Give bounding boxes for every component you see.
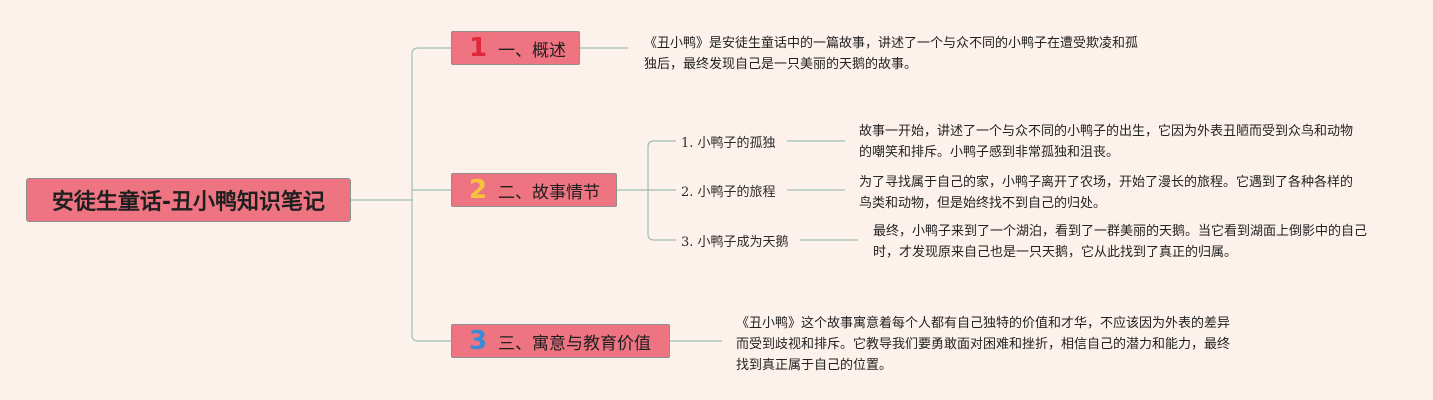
branch-meaning-label: 三、寓意与教育价值 xyxy=(498,333,651,354)
sub-1-connector xyxy=(647,140,676,190)
sub-node-loneliness[interactable]: 1. 小鸭子的孤独 xyxy=(681,136,776,151)
number-3-icon: 3 xyxy=(468,326,488,356)
number-1-icon: 1 xyxy=(468,33,488,63)
branch-plot-label: 二、故事情节 xyxy=(498,182,600,203)
swan-description: 最终，小鸭子来到了一个湖泊，看到了一群美丽的天鹅。当它看到湖面上倒影中的自己时，… xyxy=(873,224,1368,260)
sub-node-swan[interactable]: 3. 小鸭子成为天鹅 xyxy=(681,235,789,250)
branch-overview[interactable]: 1 一、概述 xyxy=(451,31,580,65)
branch-meaning[interactable]: 3 三、寓意与教育价值 xyxy=(451,324,670,358)
number-2-icon: 2 xyxy=(468,175,488,205)
branch-1-connector xyxy=(411,47,451,200)
overview-description: 《丑小鸭》是安徒生童话中的一篇故事，讲述了一个与众不同的小鸭子在遭受欺凌和孤独后… xyxy=(644,36,1139,72)
sub-node-journey[interactable]: 2. 小鸭子的旅程 xyxy=(681,185,776,200)
branch-plot[interactable]: 2 二、故事情节 xyxy=(451,173,617,207)
journey-description: 为了寻找属于自己的家，小鸭子离开了农场，开始了漫长的旅程。它遇到了各种各样的鸟类… xyxy=(859,175,1354,211)
root-title: 安徒生童话-丑小鸭知识笔记 xyxy=(51,190,326,215)
loneliness-description: 故事一开始，讲述了一个与众不同的小鸭子的出生，它因为外表丑陋而受到众鸟和动物的嘲… xyxy=(859,124,1354,160)
sub-3-connector xyxy=(647,190,676,241)
meaning-description: 《丑小鸭》这个故事寓意着每个人都有自己独特的价值和才华，不应该因为外表的差异而受… xyxy=(736,316,1231,373)
root-node[interactable]: 安徒生童话-丑小鸭知识笔记 xyxy=(26,178,351,222)
branch-3-connector xyxy=(411,200,451,342)
branch-overview-label: 一、概述 xyxy=(498,40,566,61)
